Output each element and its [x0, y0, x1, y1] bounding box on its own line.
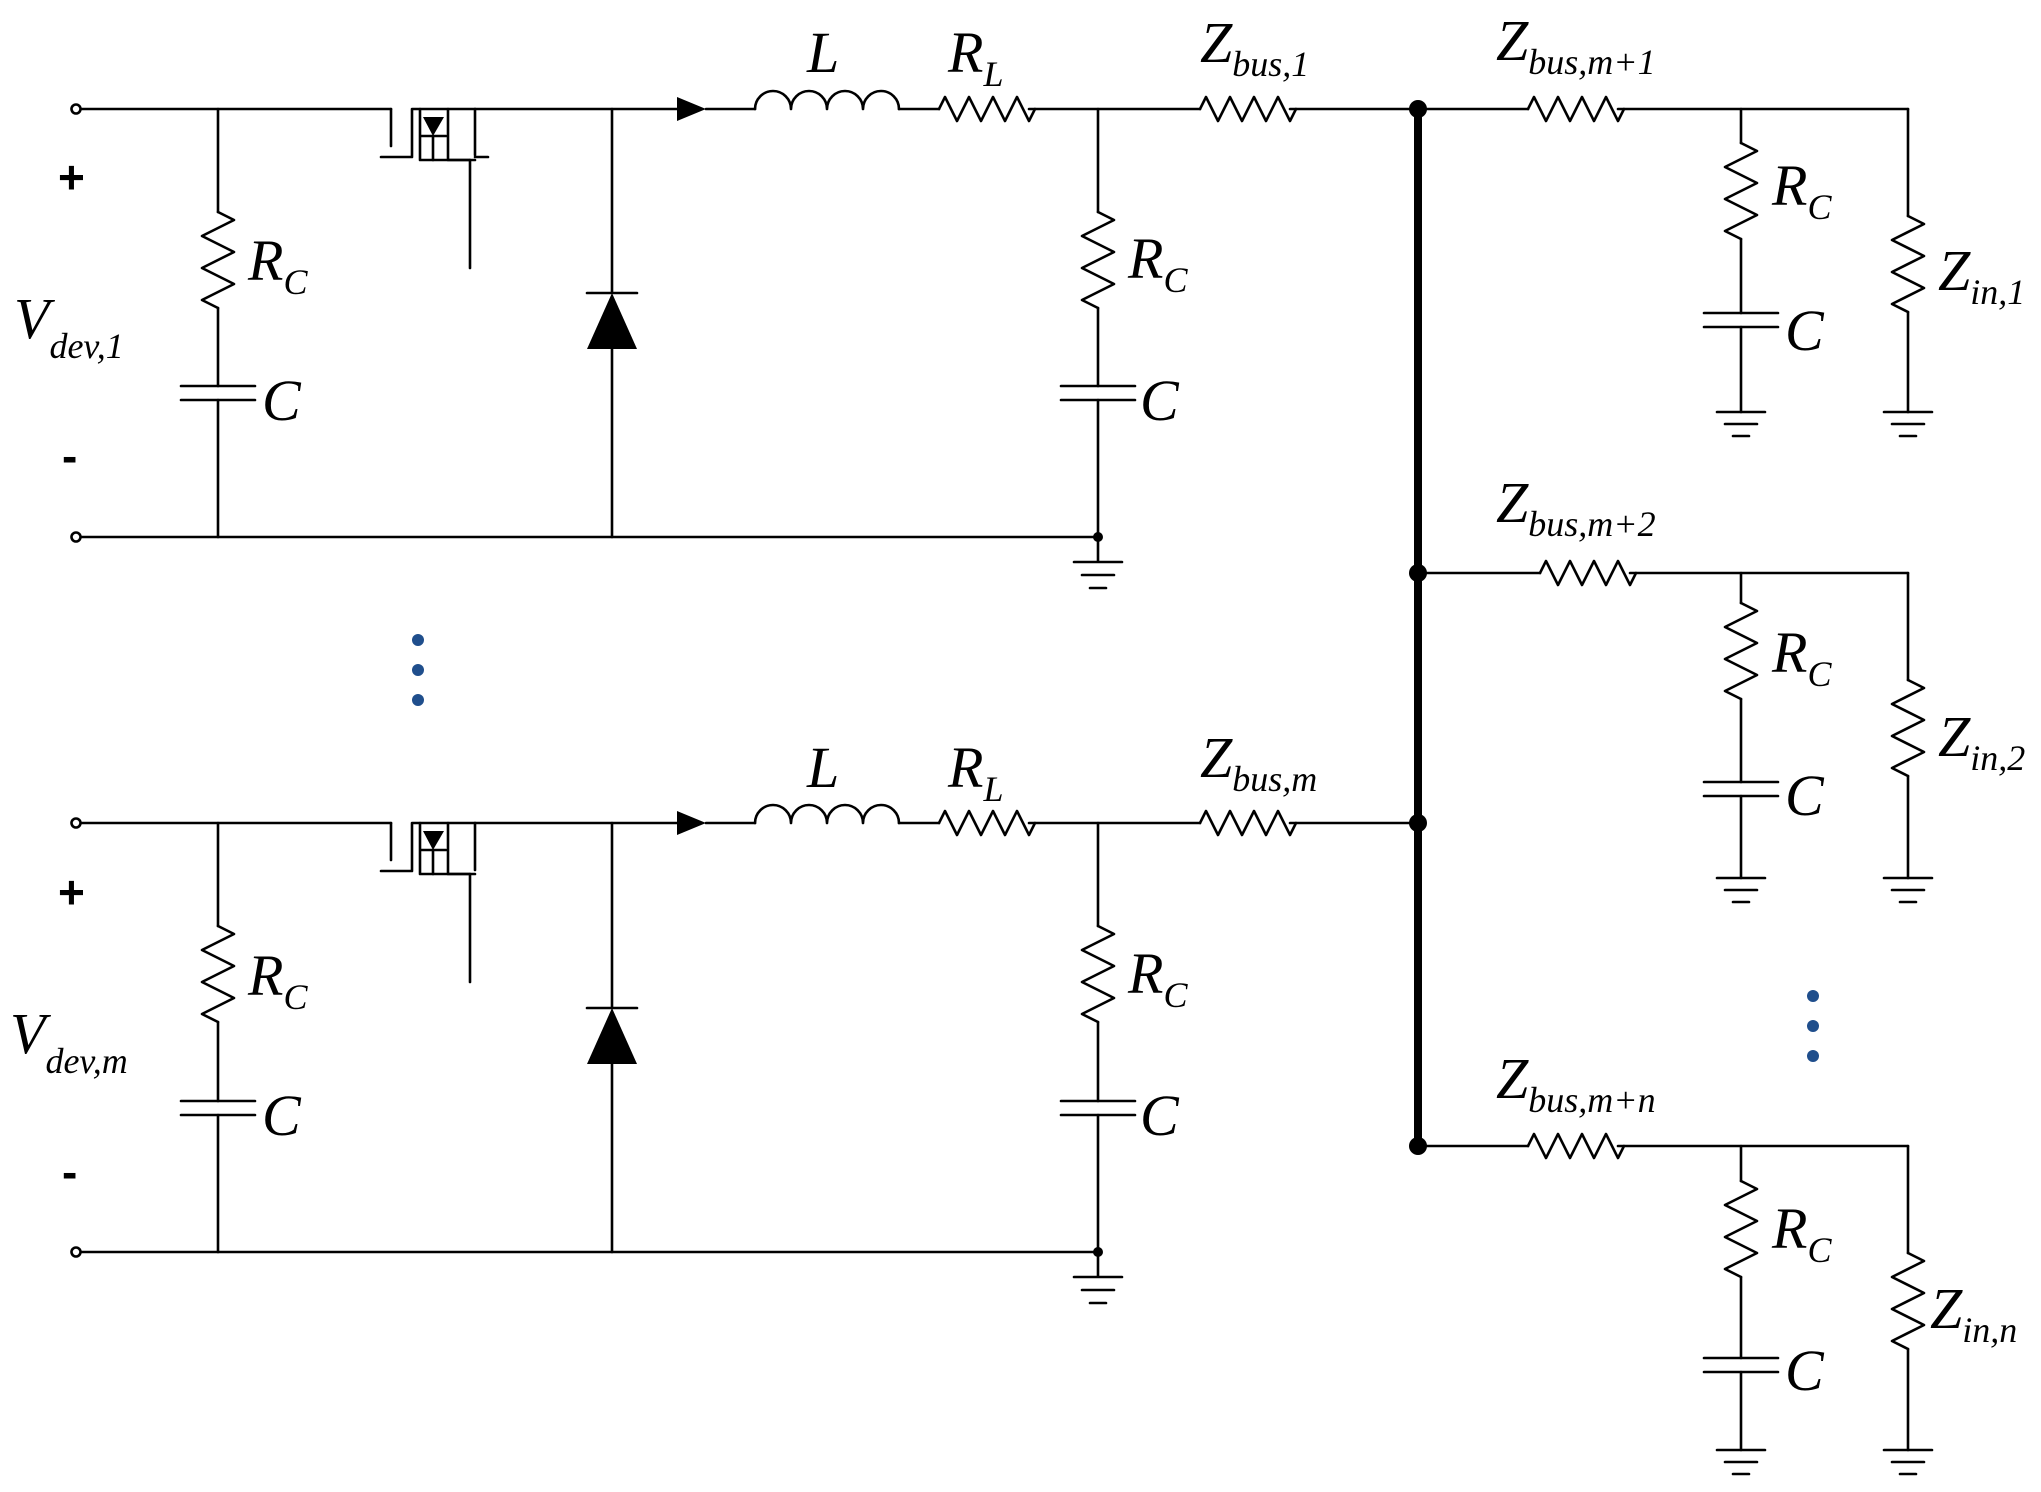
load-rc-resistor: [1723, 601, 1759, 701]
current-direction-arrow: [677, 97, 706, 121]
zin-2-impedance: [1890, 678, 1926, 778]
load-n: [1416, 1132, 1934, 1476]
zbus-1-label: Zbus,1: [1200, 10, 1309, 84]
inductor: [753, 89, 901, 111]
wires-m: [70, 803, 1420, 1305]
bus-node: [1409, 814, 1427, 832]
output-rc-resistor: [1080, 924, 1116, 1024]
output-c-label: C: [1140, 368, 1180, 433]
inductor-resistor-label: RL: [947, 20, 1003, 94]
output-rc-label: RC: [1127, 941, 1188, 1015]
load-c-label: C: [1785, 763, 1825, 828]
input-rc-resistor: [200, 210, 236, 310]
ground-symbol: [1882, 1448, 1934, 1476]
output-c-label: C: [1140, 1083, 1180, 1148]
load-rc-label: RC: [1771, 620, 1832, 694]
mosfet-switch: [379, 821, 477, 984]
ground-symbol: [1715, 1448, 1767, 1476]
input-terminal-negative: [70, 1246, 82, 1258]
load-capacitor: [1702, 780, 1780, 798]
converters-ellipsis: [412, 634, 424, 706]
zbus-mn-impedance: [1526, 1132, 1626, 1160]
ground-symbol: [1072, 535, 1124, 590]
zbus-1-impedance: [1198, 95, 1298, 123]
output-capacitor: [1059, 1099, 1137, 1117]
zbus-mn-label: Zbus,m+n: [1496, 1046, 1656, 1120]
mosfet-switch: [379, 107, 490, 270]
ground-symbol: [1715, 410, 1767, 438]
load-capacitor: [1702, 311, 1780, 329]
zin-1-label: Zin,1: [1938, 238, 2025, 312]
freewheel-diode: [587, 1008, 637, 1064]
ground-symbol: [1072, 1250, 1124, 1305]
inductor-resistor-label: RL: [947, 735, 1003, 809]
zbus-m1-impedance: [1526, 95, 1626, 123]
current-direction-arrow: [677, 811, 706, 835]
load-2: [1416, 559, 1934, 904]
input-c-label: C: [262, 1083, 302, 1148]
load-rc-resistor: [1723, 1179, 1759, 1279]
freewheel-diode: [587, 293, 637, 349]
zbus-m1-label: Zbus,m+1: [1496, 8, 1656, 82]
inductor: [753, 803, 901, 825]
zin-n-impedance: [1890, 1251, 1926, 1351]
input-rc-resistor: [200, 924, 236, 1024]
load-rc-label: RC: [1771, 153, 1832, 227]
minus-sign: -: [62, 430, 77, 482]
load-c-label: C: [1785, 1338, 1825, 1403]
input-terminal-negative: [70, 531, 82, 543]
dc-bus: [1409, 100, 1427, 1155]
source-voltage-label-1: Vdev,1: [14, 286, 124, 366]
input-capacitor: [179, 384, 257, 402]
input-capacitor: [179, 1099, 257, 1117]
zbus-m-label: Zbus,m: [1200, 725, 1317, 799]
converter-m: [70, 803, 1420, 1305]
ground-symbol: [1882, 876, 1934, 904]
load-c-label: C: [1785, 298, 1825, 363]
zin-n-label: Zin,n: [1930, 1276, 2017, 1350]
load-rc-label: RC: [1771, 1196, 1832, 1270]
ground-symbol: [1715, 876, 1767, 904]
inductor-resistor: [937, 95, 1037, 123]
zin-2-label: Zin,2: [1938, 704, 2025, 778]
input-c-label: C: [262, 368, 302, 433]
load-1: [1416, 95, 1934, 438]
plus-sign: +: [58, 151, 85, 203]
zbus-m-impedance: [1198, 809, 1298, 837]
minus-sign: -: [62, 1146, 77, 1198]
zin-1-impedance: [1890, 214, 1926, 314]
ground-symbol: [1882, 410, 1934, 438]
inductor-label: L: [806, 20, 839, 85]
inductor-resistor: [937, 809, 1037, 837]
output-rc-resistor: [1080, 210, 1116, 310]
load-capacitor: [1702, 1356, 1780, 1374]
input-terminal-positive: [70, 817, 82, 829]
output-capacitor: [1059, 384, 1137, 402]
source-voltage-label-m: Vdev,m: [10, 1001, 128, 1081]
loads-ellipsis: [1807, 990, 1819, 1062]
input-terminal-positive: [70, 103, 82, 115]
zbus-m2-label: Zbus,m+2: [1496, 470, 1656, 544]
wires: [70, 89, 1420, 590]
load-rc-resistor: [1723, 141, 1759, 241]
input-rc-label: RC: [247, 228, 308, 302]
converter-1: [70, 89, 1420, 590]
input-rc-label: RC: [247, 943, 308, 1017]
inductor-label: L: [806, 735, 839, 800]
plus-sign: +: [58, 866, 85, 918]
output-rc-label: RC: [1127, 226, 1188, 300]
zbus-m2-impedance: [1538, 559, 1638, 587]
